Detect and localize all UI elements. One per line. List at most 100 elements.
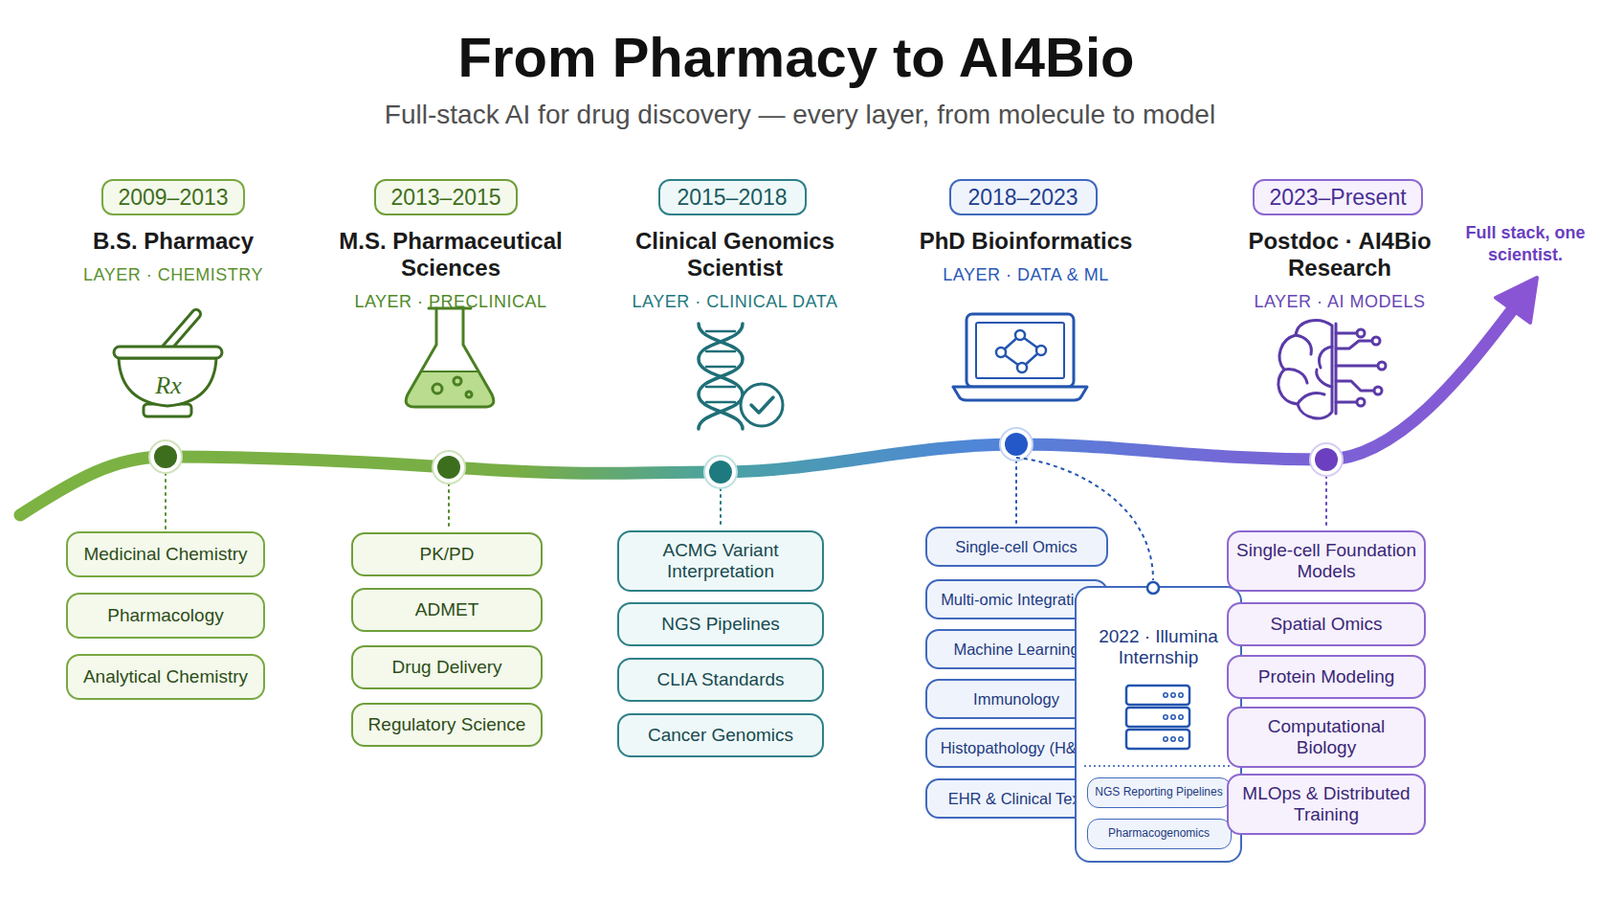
flask-bubble [453, 377, 462, 385]
circuit-node [1377, 361, 1386, 370]
circuit-trace [1335, 380, 1375, 391]
node-text: ADMET [415, 599, 480, 621]
leader-line [164, 472, 167, 530]
node-text: 2015–2018 [676, 184, 787, 210]
node-text: ACMG Variant Interpretation [626, 539, 815, 582]
timeline-dot-ring [1310, 443, 1343, 476]
node-text: 2023–Present [1268, 184, 1406, 210]
layer-label: LAYER · PRECLINICAL [354, 290, 547, 312]
dna-rung [706, 350, 735, 354]
node-text: Drug Delivery [391, 656, 502, 678]
circuit-node [1356, 398, 1365, 406]
node-text: Protein Modeling [1258, 666, 1396, 688]
circuit-node [1372, 336, 1380, 345]
brain-fold [1297, 392, 1325, 404]
dna-rung [706, 330, 735, 334]
brain-fold [1284, 369, 1308, 383]
year-pill: 2023–Present [1252, 178, 1423, 216]
skill-pill: Single-cell Omics [925, 526, 1109, 567]
laptop-screen [966, 313, 1074, 387]
year-pill: 2018–2023 [949, 178, 1098, 216]
node-text: PK/PD [419, 543, 474, 565]
subtitle: Full-stack AI for drug discovery — every… [384, 99, 1216, 131]
internship-skill-pill: NGS Reporting Pipelines [1087, 777, 1232, 808]
circuit-node [1374, 386, 1382, 395]
node-text: Immunology [973, 689, 1060, 709]
node-text: Multi-omic Integration [940, 590, 1092, 609]
stage-heading: Clinical Genomics Scientist [596, 227, 874, 282]
skill-pill: Computational Biology [1226, 706, 1426, 768]
node-text: 2022 · Illumina Internship [1084, 625, 1233, 668]
dna-strand [698, 323, 743, 429]
skill-pill: ACMG Variant Interpretation [617, 530, 824, 592]
node-text: Single-cell Omics [955, 537, 1077, 556]
year-pill: 2009–2013 [101, 178, 245, 216]
rx-symbol: Rx [155, 371, 181, 400]
heading-group: B.S. PharmacyLAYER · CHEMISTRY [34, 227, 312, 286]
diagram-title: From Pharmacy to AI4Bio [458, 29, 1135, 86]
node-text: MLOps & Distributed Training [1236, 782, 1417, 825]
node-text: 2013–2015 [390, 184, 501, 210]
skill-pill: Drug Delivery [351, 644, 543, 689]
layer-label: LAYER · CLINICAL DATA [632, 290, 839, 312]
circuit-trace [1335, 340, 1373, 349]
timeline-dot [1004, 432, 1028, 456]
dna-icon [698, 323, 783, 429]
skill-pill: Cancer Genomics [617, 712, 824, 757]
timeline-dot [1314, 447, 1338, 471]
circuit-spine [1334, 323, 1338, 414]
timeline-arrowhead [1495, 277, 1537, 323]
timeline-dot [437, 455, 461, 479]
year-pill: 2015–2018 [658, 178, 807, 216]
node-text: Pharmacology [107, 604, 223, 626]
dna-rung [706, 400, 735, 404]
timeline-dot-ring [1000, 427, 1033, 461]
leader-line [719, 488, 722, 529]
internship-skill-pill: Pharmacogenomics [1087, 818, 1232, 849]
internship-box: 2022 · Illumina InternshipNGS Reporting … [1074, 585, 1243, 863]
leader-line [1325, 475, 1328, 529]
skill-pill: Protein Modeling [1226, 654, 1426, 699]
laptop-display [976, 322, 1065, 378]
skill-pill: Spatial Omics [1226, 601, 1426, 646]
mortar-rim [113, 346, 223, 358]
brain-icon [1278, 320, 1386, 419]
stage-heading: M.S. Pharmaceutical Sciences [311, 227, 590, 282]
node-text: NGS Reporting Pipelines [1094, 785, 1223, 800]
skill-pill: Pharmacology [66, 592, 266, 639]
node-text: Pharmacogenomics [1108, 826, 1210, 841]
node-text: CLIA Standards [656, 668, 784, 690]
timeline-dot [709, 460, 733, 484]
arrow-note: Full stack, one scientist. [1453, 222, 1598, 266]
layer-label: LAYER · CHEMISTRY [83, 264, 264, 286]
network-node [996, 347, 1006, 357]
timeline-dot [154, 444, 178, 468]
dna-rung [706, 385, 735, 389]
laptop-base [953, 386, 1088, 400]
node-text: Analytical Chemistry [83, 666, 248, 688]
skill-pill: ADMET [351, 587, 543, 632]
node-text: NGS Pipelines [661, 613, 780, 635]
heading-group: PhD BioinformaticsLAYER · DATA & ML [887, 227, 1165, 286]
node-text: Histopathology (H&E) [940, 738, 1093, 757]
check-circle [740, 383, 783, 426]
node-text: Computational Biology [1236, 715, 1417, 758]
leader-line [447, 483, 450, 531]
circuit-trace [1335, 364, 1378, 368]
flask-bubble [432, 383, 443, 394]
stage-heading: Postdoc · AI4Bio Research [1200, 227, 1479, 282]
brain-hemisphere [1278, 320, 1333, 419]
layer-label: LAYER · DATA & ML [942, 264, 1110, 286]
node-text: Machine Learning [953, 640, 1079, 659]
check-mark [751, 397, 774, 413]
pestle [164, 313, 197, 351]
node-text: 2009–2013 [117, 184, 228, 210]
node-text: Medicinal Chemistry [83, 543, 247, 565]
skill-pill: NGS Pipelines [617, 601, 824, 646]
node-text: Cancer Genomics [647, 724, 794, 746]
heading-group: M.S. Pharmaceutical SciencesLAYER · PREC… [311, 227, 590, 312]
circuit-trace [1335, 332, 1357, 335]
skill-pill: Medicinal Chemistry [66, 531, 266, 578]
timeline-curve [20, 306, 1515, 515]
